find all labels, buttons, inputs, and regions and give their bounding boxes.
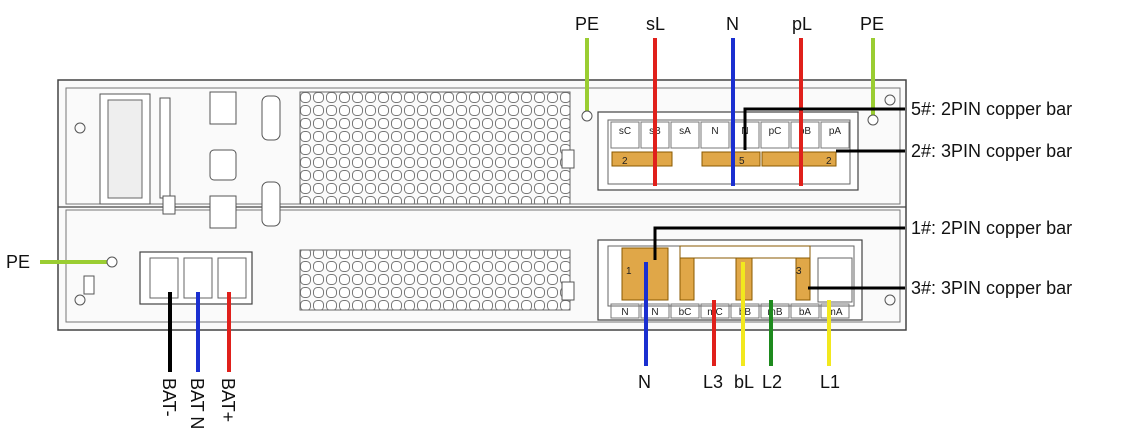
wires (40, 38, 879, 372)
lower-terminal-cell (790, 303, 820, 319)
label-n-top: N (726, 14, 739, 34)
label-sl: sL (646, 14, 665, 34)
lower-terminal-cell (640, 303, 670, 319)
label-pe-top-right: PE (860, 14, 884, 34)
upper-terminal-label: pA (829, 126, 842, 137)
leader-bar5 (743, 107, 905, 150)
callout-bar5: 5#: 2PIN copper bar (911, 99, 1072, 119)
lower-terminal-label: mB (768, 307, 783, 318)
bar-number-lower-right: 3 (796, 266, 802, 277)
lower-terminal-label: bB (739, 307, 752, 318)
lower-terminal-cell (760, 303, 790, 319)
label-l2: L2 (762, 372, 782, 392)
bar-number-lower-left: 1 (626, 266, 632, 277)
callout-bar2: 2#: 3PIN copper bar (911, 141, 1072, 161)
bar-number-upper-left: 2 (622, 156, 628, 167)
vent-grid-lower (299, 249, 571, 311)
upper-terminal-cell (610, 121, 640, 149)
upper-terminal-label: pB (799, 126, 812, 137)
upper-terminal-cell (790, 121, 820, 149)
lower-terminal-label: N (621, 307, 628, 318)
upper-terminal-label: pC (769, 126, 782, 137)
upper-terminal-cell (670, 121, 700, 149)
callout-bar3: 3#: 3PIN copper bar (911, 278, 1072, 298)
callout-bar1: 1#: 2PIN copper bar (911, 218, 1072, 238)
lower-terminal-block: 1 3 NNbCmCbBmBbAmA (597, 239, 863, 321)
vent-grid-upper (299, 91, 571, 205)
control-module (99, 91, 281, 229)
leader-bar1 (653, 226, 905, 260)
upper-terminal-block: sCsBsANNpCpBpA 2 5 2 (597, 111, 859, 191)
label-bat-n: BAT N (187, 378, 207, 429)
label-l3: L3 (703, 372, 723, 392)
lower-terminal-label: bC (679, 307, 692, 318)
label-pe-side: PE (6, 252, 30, 272)
label-bat-neg: BAT- (159, 378, 179, 417)
upper-terminal-cell (700, 121, 730, 149)
label-pl: pL (792, 14, 812, 34)
bar-number-upper-mid: 5 (739, 156, 745, 167)
label-l1: L1 (820, 372, 840, 392)
upper-terminal-label: N (711, 126, 718, 137)
label-n-bottom: N (638, 372, 651, 392)
lower-terminal-label: bA (799, 307, 812, 318)
label-pe-top-left: PE (575, 14, 599, 34)
lower-terminal-label: mA (828, 307, 843, 318)
lower-terminal-cell (670, 303, 700, 319)
upper-terminal-label: sA (679, 126, 691, 137)
callout-leaders (653, 107, 905, 290)
upper-terminal-cell (820, 121, 850, 149)
lower-terminal-cell (610, 303, 640, 319)
label-bat-pos: BAT+ (218, 378, 238, 422)
upper-terminal-cell (760, 121, 790, 149)
lower-terminal-label: N (651, 307, 658, 318)
upper-terminal-label: sC (619, 126, 631, 137)
lower-terminal-cell (820, 303, 850, 319)
bar-number-upper-right: 2 (826, 156, 832, 167)
label-bl: bL (734, 372, 754, 392)
